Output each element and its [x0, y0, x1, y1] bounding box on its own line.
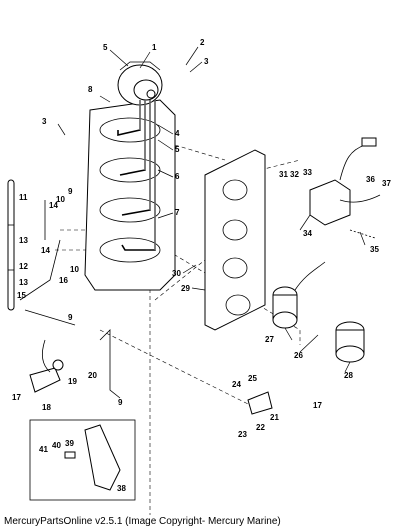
- spark-plug-leads: [117, 100, 156, 251]
- leader-lines: [57, 46, 366, 373]
- callout: 36: [366, 175, 375, 184]
- callout: 16: [59, 276, 68, 285]
- copyright-footer: MercuryPartsOnline v2.5.1 (Image Copyrig…: [4, 516, 281, 527]
- callout: 37: [382, 179, 391, 188]
- callout: 13: [19, 278, 28, 287]
- callout: 14: [49, 201, 58, 210]
- callout: 9: [68, 187, 73, 196]
- callout: 35: [370, 245, 379, 254]
- oil-filter: [335, 321, 365, 363]
- callout: 9: [118, 398, 123, 407]
- callout: 2: [200, 38, 205, 47]
- callout: 31: [279, 170, 288, 179]
- callout: 21: [270, 413, 279, 422]
- callout: 29: [181, 284, 190, 293]
- callout: 30: [172, 269, 181, 278]
- callout: 15: [17, 291, 26, 300]
- callout: 34: [303, 229, 312, 238]
- gasket-plate: [204, 149, 266, 331]
- callout: 20: [88, 371, 97, 380]
- callout: 38: [117, 484, 126, 493]
- callout: 18: [42, 403, 51, 412]
- callout: 12: [19, 262, 28, 271]
- callout: 8: [88, 85, 93, 94]
- control-box: [309, 137, 381, 239]
- manifold-block: [84, 99, 176, 291]
- inset-detail-box: [29, 419, 136, 501]
- callout: 28: [344, 371, 353, 380]
- callout: 14: [41, 246, 50, 255]
- callout: 3: [204, 57, 209, 66]
- callout: 10: [56, 195, 65, 204]
- solenoid: [272, 261, 326, 329]
- callout: 1: [152, 43, 157, 52]
- callout: 3: [42, 117, 47, 126]
- callout: 9: [68, 313, 73, 322]
- callout: 24: [232, 380, 241, 389]
- lower-linkage: [29, 329, 273, 415]
- callout: 33: [303, 168, 312, 177]
- callout: 26: [294, 351, 303, 360]
- callout: 17: [12, 393, 21, 402]
- callout: 5: [175, 145, 180, 154]
- callout: 19: [68, 377, 77, 386]
- callout: 41: [39, 445, 48, 454]
- callout: 17: [313, 401, 322, 410]
- callout-labels: 1 2 3 3 4 5 5 6 7 8 9 9 9 10 10 11 12 13…: [12, 38, 391, 493]
- callout: 7: [175, 208, 180, 217]
- callout: 10: [70, 265, 79, 274]
- callout: 23: [238, 430, 247, 439]
- callout: 40: [52, 441, 61, 450]
- callout: 22: [256, 423, 265, 432]
- exploded-parts-diagram: 1 2 3 3 4 5 5 6 7 8 9 9 9 10 10 11 12 13…: [7, 38, 391, 515]
- ignition-module: [117, 61, 163, 106]
- callout: 27: [265, 335, 274, 344]
- linkage-rod: [7, 179, 76, 326]
- callout: 5: [103, 43, 108, 52]
- callout: 13: [19, 236, 28, 245]
- callout: 32: [290, 170, 299, 179]
- callout: 25: [248, 374, 257, 383]
- callout: 11: [19, 193, 28, 202]
- callout: 6: [175, 172, 180, 181]
- callout: 39: [65, 439, 74, 448]
- callout: 4: [175, 129, 180, 138]
